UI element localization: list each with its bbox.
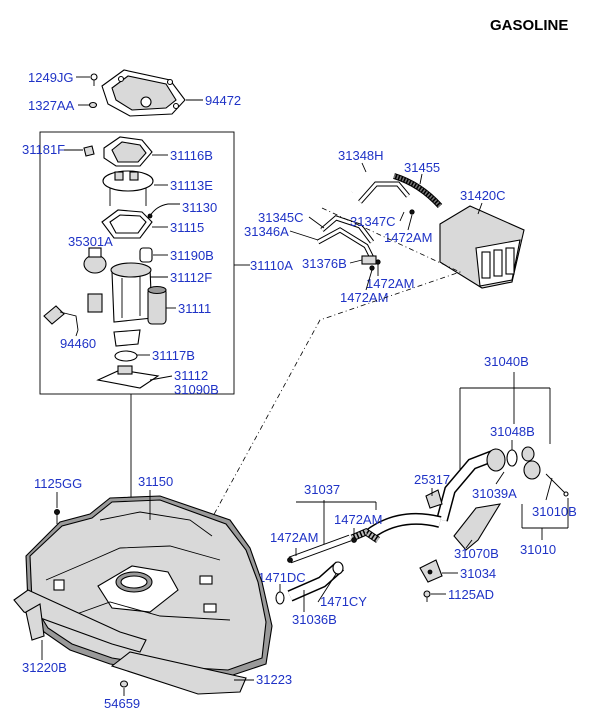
label-31116b: 31116B (170, 148, 213, 163)
bracket-31034 (419, 559, 443, 583)
label-31347c: 31347C (350, 214, 396, 229)
fuel-pump-31111 (147, 285, 167, 325)
label-1471dc: 1471DC (258, 570, 306, 585)
label-25317: 25317 (414, 472, 450, 487)
cover-plate-94472 (101, 69, 186, 117)
filler-neck-31040b (366, 448, 506, 539)
gasket-31115 (101, 209, 153, 239)
vapor-hose-31345c (316, 215, 377, 264)
label-1472am-c: 1472AM (340, 290, 388, 305)
label-31112f: 31112F (170, 270, 212, 285)
tank-strap-31220b (13, 589, 147, 653)
label-31117b: 31117B (152, 348, 195, 363)
fuel-sender-94460 (43, 293, 103, 331)
label-31181f: 31181F (22, 142, 65, 157)
label-35301a: 35301A (68, 234, 113, 249)
label-31037: 31037 (304, 482, 340, 497)
label-1249jg: 1249JG (28, 70, 74, 85)
label-31111: 31111 (178, 301, 211, 316)
label-31115: 31115 (170, 220, 204, 235)
label-1472am-b: 1472AM (366, 276, 414, 291)
label-31190b: 31190B (170, 248, 214, 263)
canister-31420c (439, 205, 525, 289)
label-31036b: 31036B (292, 612, 337, 627)
label-1472am-e: 1472AM (334, 512, 382, 527)
wire-31130 (149, 203, 180, 217)
grommet-1327aa (88, 101, 98, 109)
regulator-35301a (83, 247, 107, 274)
label-54659: 54659 (104, 696, 140, 711)
gasket-31048b (506, 446, 535, 467)
label-31220b: 31220B (22, 660, 67, 675)
hose-31037 (287, 528, 380, 564)
tank-strap-31223 (110, 651, 247, 695)
label-94472: 94472 (205, 93, 241, 108)
label-31113e: 31113E (170, 178, 213, 193)
filter-31190b (139, 247, 153, 263)
label-1327aa: 1327AA (28, 98, 75, 113)
label-31010: 31010 (520, 542, 556, 557)
bolt-1125gg (54, 508, 61, 524)
canister-dashed-leader (199, 207, 462, 541)
label-1125gg: 1125GG (34, 476, 82, 491)
bracket-31112 (96, 365, 160, 389)
label-31010b: 31010B (532, 504, 577, 519)
label-31048b: 31048B (490, 424, 535, 439)
label-94460: 94460 (60, 336, 96, 351)
label-31110a: 31110A (250, 258, 293, 273)
pump-plate-31116b (103, 136, 153, 167)
label-31130: 31130 (182, 200, 217, 215)
label-31070b: 31070B (454, 546, 499, 561)
hose-31036b (275, 561, 344, 605)
clamp-1472am-a (409, 209, 415, 215)
clip-25317 (425, 489, 443, 509)
label-1471cy: 1471CY (320, 594, 367, 609)
label-1472am-d: 1472AM (270, 530, 318, 545)
label-31112: 31112 (174, 368, 208, 383)
diagram-title: GASOLINE (490, 17, 568, 34)
label-31455: 31455 (404, 160, 440, 175)
label-1472am-a: 1472AM (384, 230, 432, 245)
label-31345c: 31345C (258, 210, 304, 225)
grommet-54659 (119, 680, 129, 688)
label-31420c: 31420C (460, 188, 506, 203)
clip-31181f (83, 145, 95, 157)
label-31376b: 31376B (302, 256, 347, 271)
protector-31070b (453, 503, 502, 551)
fuel-tank-31150 (25, 495, 273, 677)
corrugated-hose-31455 (393, 173, 443, 209)
fuel-cap-31010b (523, 460, 569, 497)
label-31040b: 31040B (484, 354, 529, 369)
bolt-1249jg (90, 73, 98, 86)
label-31150: 31150 (138, 474, 173, 489)
pump-reservoir-31112f (110, 262, 153, 323)
label-31348h: 31348H (338, 148, 384, 163)
label-31039a: 31039A (472, 486, 517, 501)
label-31223: 31223 (256, 672, 292, 687)
bolt-1125ad (423, 590, 431, 602)
seal-31117b (114, 350, 138, 362)
label-31090b: 31090B (174, 382, 219, 397)
label-31346a: 31346A (244, 224, 289, 239)
label-31034: 31034 (460, 566, 496, 581)
pump-module-frame (39, 131, 235, 395)
label-1125ad: 1125AD (448, 587, 494, 602)
pump-flange-31113e (102, 170, 154, 206)
connector-31376b (361, 255, 381, 271)
